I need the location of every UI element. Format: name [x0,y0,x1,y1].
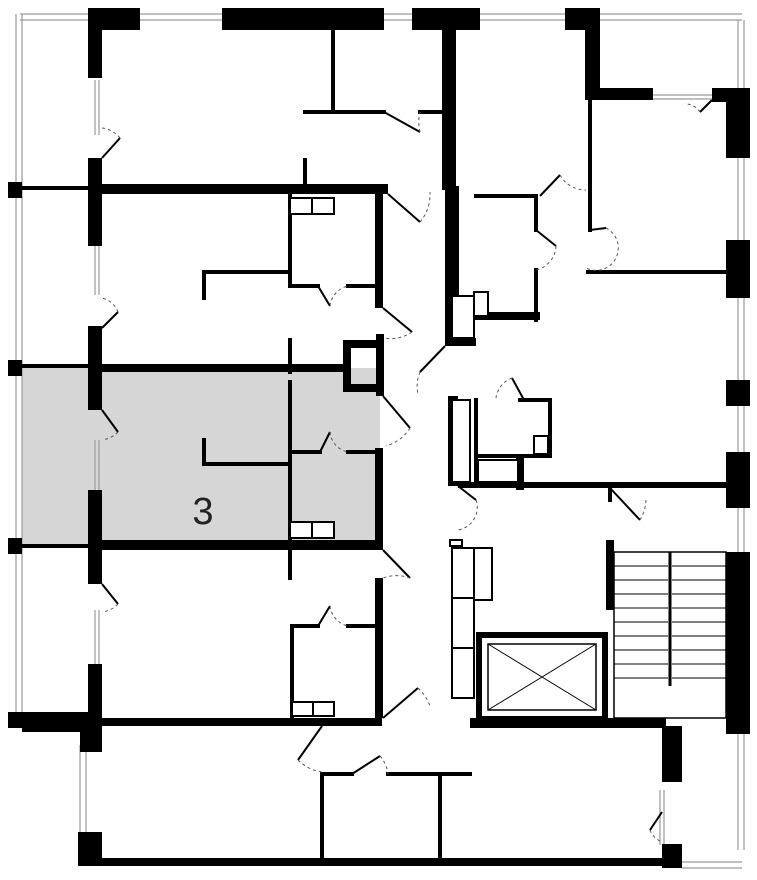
doors [101,99,713,843]
door-swing-arc [383,331,413,340]
door-swing-arc [585,227,619,271]
door-leaf [319,431,331,453]
unit-number-label: 3 [192,491,213,533]
door-leaf [297,725,323,761]
door-leaf [101,409,119,433]
door-leaf [382,687,419,719]
door-swing-arc [685,103,701,113]
door-swing-arc [535,245,557,271]
door-swing-arc [417,687,431,707]
door-swing-arc [416,371,421,395]
door-leaf [387,193,421,223]
door-swing-arc [329,431,349,453]
stairwell [613,551,727,719]
door-leaf [609,487,641,521]
door-swing-arc [329,605,349,627]
closets [289,197,549,717]
door-swing-arc [495,377,513,399]
door-leaf [383,111,421,133]
door-leaf [382,549,411,579]
door-swing-arc [559,174,587,191]
door-leaf [382,395,411,429]
door-leaf [535,229,557,247]
partitions [202,28,612,860]
door-leaf [351,755,381,775]
walls [8,8,750,868]
door-leaf [419,345,446,373]
door-swing-arc [379,755,389,775]
door-leaf [382,307,413,333]
door-swing-arc [419,191,431,223]
door-swing-arc [382,575,411,579]
unit-3-highlight[interactable] [22,368,380,546]
door-swing-arc [101,431,119,441]
door-swing-arc [329,285,349,307]
door-leaf [101,137,121,159]
door-swing-arc [457,499,478,531]
door-leaf [101,311,119,329]
door-swing-arc [101,603,119,613]
door-leaf [511,377,525,401]
door-leaf [101,583,119,605]
door-leaf [317,285,331,307]
door-swing-arc [297,759,323,773]
door-leaf [539,174,561,197]
door-swing-arc [101,127,121,139]
door-swing-arc [385,427,411,447]
door-leaf [649,811,663,831]
door-leaf [589,227,607,231]
door-leaf [457,485,477,501]
door-swing-arc [418,111,421,133]
door-swing-arc [639,499,647,521]
door-swing-arc [649,829,663,843]
door-leaf [317,605,331,627]
door-swing-arc [101,297,119,313]
door-leaf [699,99,713,113]
elevator-core [476,632,608,722]
